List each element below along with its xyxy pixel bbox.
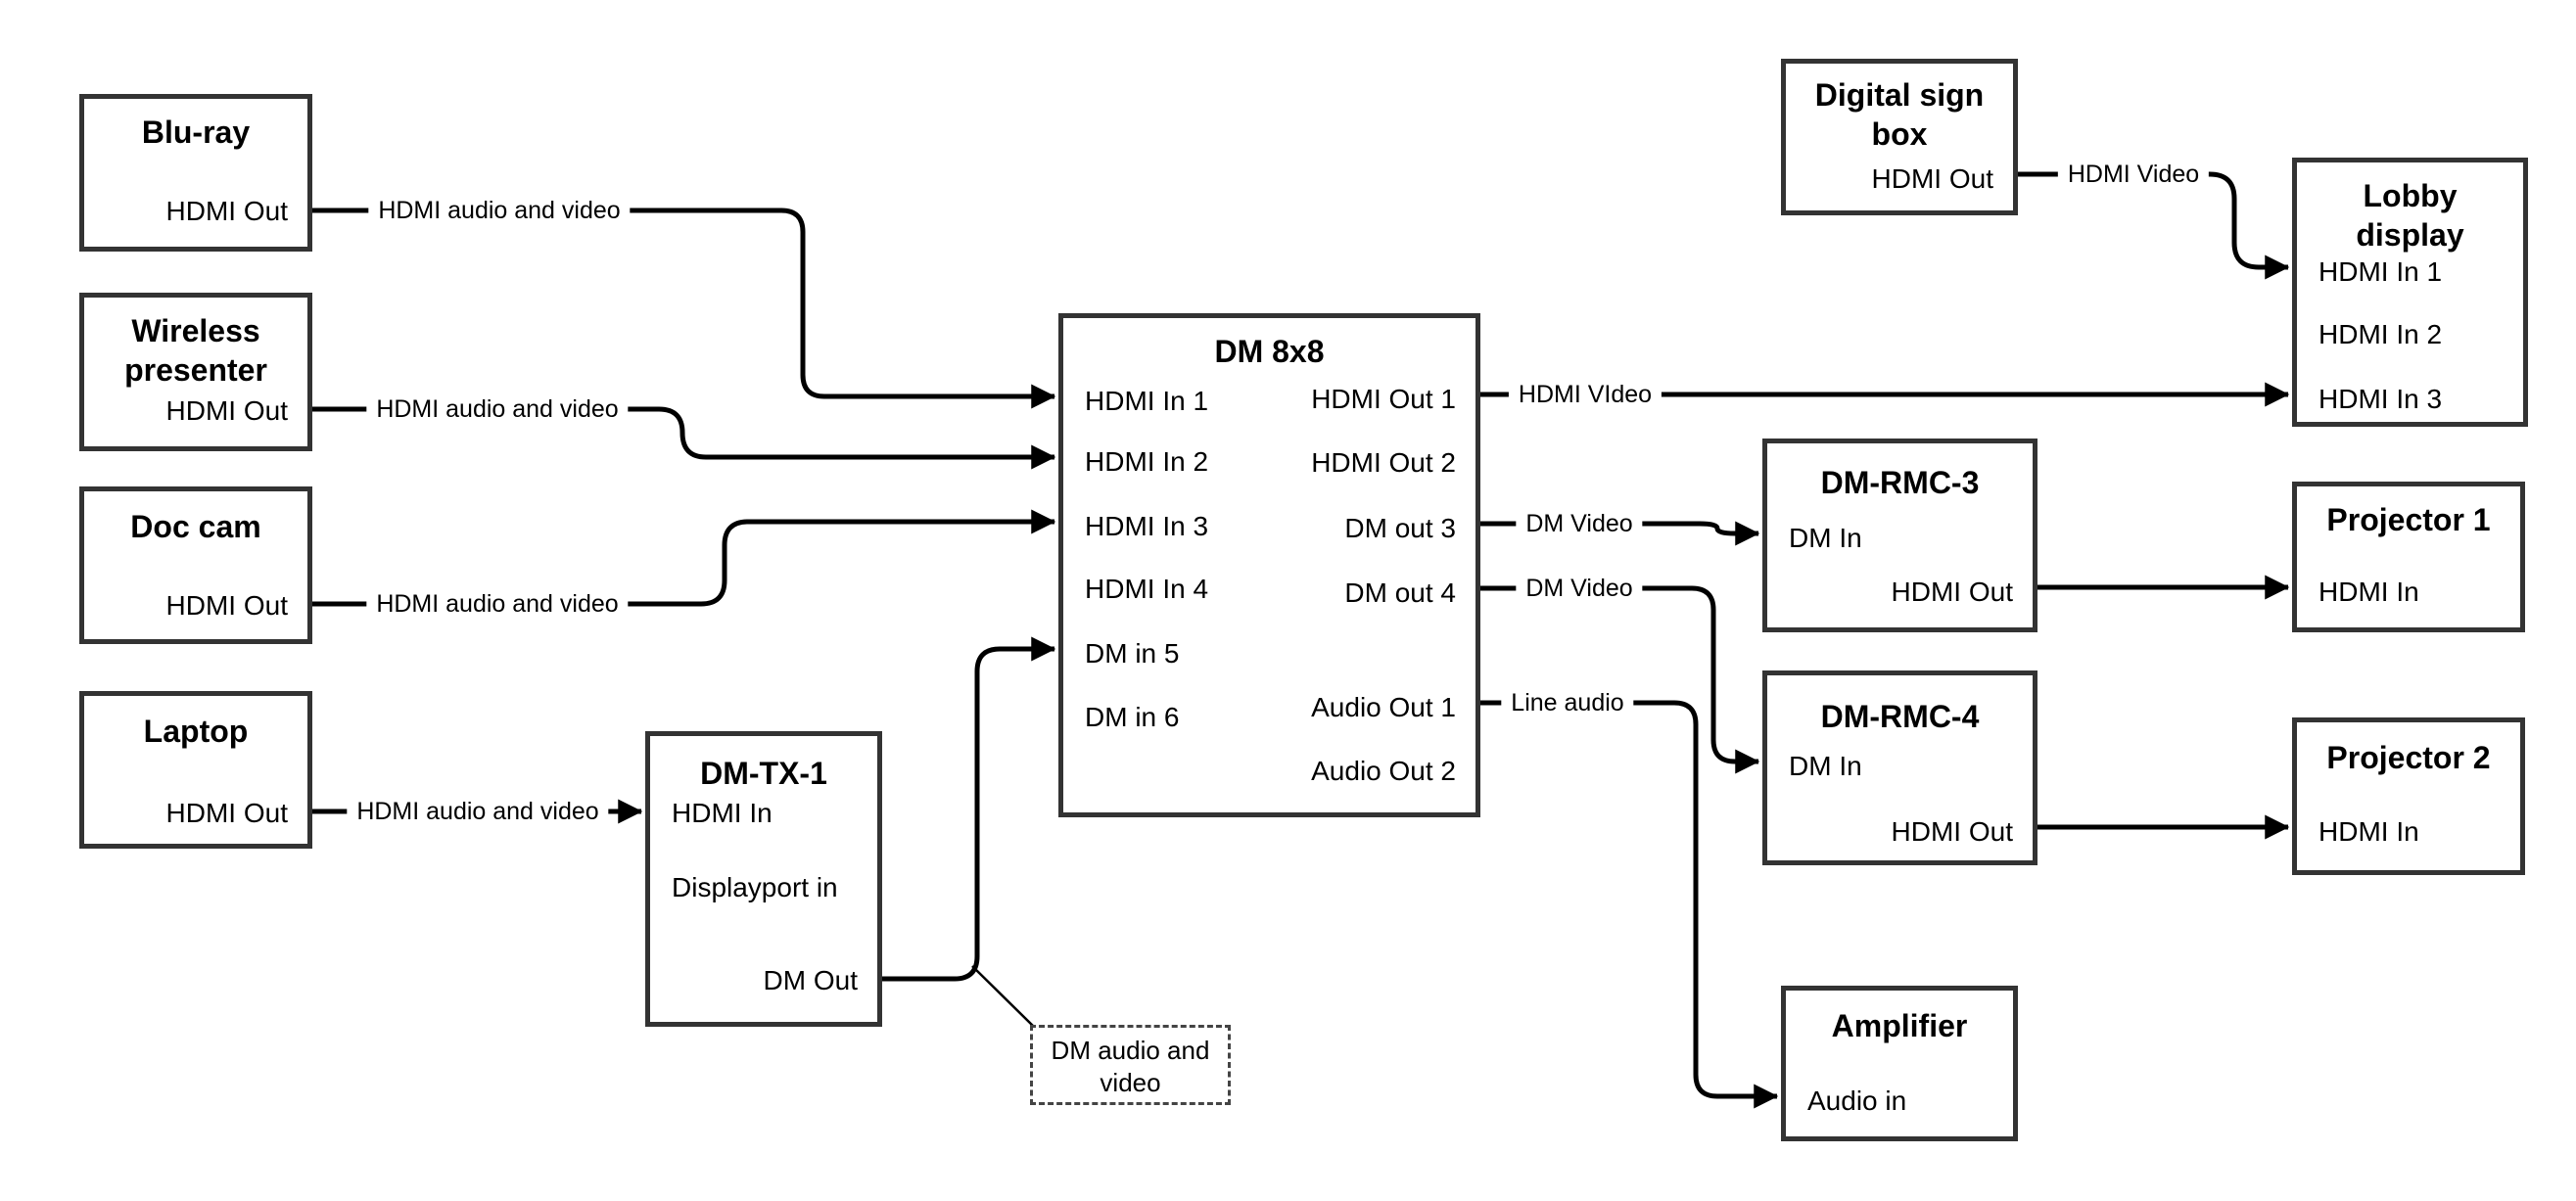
node-title: Doc cam (130, 509, 261, 544)
port-hdmi-out: HDMI Out (1891, 816, 2013, 847)
port-dm-in: DM In (1789, 751, 1862, 781)
edge-label-digitalsign: HDMI Video (2057, 159, 2210, 190)
edge-label-hdmi-out-1: HDMI VIdeo (1508, 379, 1663, 410)
wire-doccam-to-dm8x8-in3 (312, 509, 1056, 607)
edge-label-laptop: HDMI audio and video (347, 796, 609, 827)
port-hdmi-out: HDMI Out (165, 590, 288, 621)
wire-bluray-to-dm8x8-in1 (312, 208, 1056, 409)
port-hdmi-in-2: HDMI In 2 (2318, 319, 2443, 349)
edge-label-dm-out-4: DM Video (1516, 573, 1643, 604)
node-title: DM-TX-1 (700, 756, 827, 791)
port-hdmi-in: HDMI In (2318, 577, 2419, 607)
port-displayport-in: Displayport in (672, 872, 838, 902)
port-hdmi-out: HDMI Out (165, 395, 288, 426)
node-dm-rmc-4: DM-RMC-4 DM In HDMI Out (1762, 670, 2037, 865)
node-title: Lobby display (2356, 178, 2464, 253)
port-hdmi-out: HDMI Out (1891, 577, 2013, 607)
port-hdmi-in: HDMI In (672, 798, 773, 828)
edge-label-line-audio: Line audio (1501, 687, 1634, 718)
node-wireless-presenter: Wireless presenter HDMI Out (79, 293, 312, 451)
port-hdmi-out: HDMI Out (1871, 163, 1993, 194)
wire-dm8x8-audio1-to-amplifier (1480, 700, 1779, 1109)
port-hdmi-out: HDMI Out (165, 798, 288, 828)
node-projector-2: Projector 2 HDMI In (2292, 717, 2525, 875)
node-title: Laptop (143, 714, 249, 749)
wire-dmtx1-to-dm8x8-in5 (882, 636, 1056, 982)
wire-dm8x8-out4-to-dmrmc4 (1480, 585, 1760, 774)
node-title: Projector 1 (2326, 502, 2491, 537)
node-title: DM-RMC-4 (1820, 699, 1980, 734)
port-dm-in-6: DM in 6 (1085, 702, 1180, 732)
node-title: Digital sign box (1814, 77, 1985, 152)
port-audio-out-2: Audio Out 2 (1311, 756, 1456, 786)
node-doc-cam: Doc cam HDMI Out (79, 486, 312, 644)
port-dm-out: DM Out (763, 965, 858, 995)
port-hdmi-in-3: HDMI In 3 (1085, 511, 1209, 541)
node-title: Wireless presenter (124, 313, 267, 388)
note-leader-line (971, 965, 1035, 1028)
port-audio-out-1: Audio Out 1 (1311, 692, 1456, 722)
port-hdmi-in-1: HDMI In 1 (1085, 386, 1209, 416)
node-title: Amplifier (1831, 1008, 1968, 1043)
port-hdmi-out: HDMI Out (165, 196, 288, 226)
node-dm-8x8: DM 8x8 HDMI In 1 HDMI In 2 HDMI In 3 HDM… (1058, 313, 1480, 817)
node-title: DM 8x8 (1214, 334, 1325, 369)
node-dm-rmc-3: DM-RMC-3 DM In HDMI Out (1762, 439, 2037, 632)
port-audio-in: Audio in (1807, 1086, 1907, 1116)
edge-label-doccam: HDMI audio and video (366, 588, 629, 620)
wire-wireless-to-dm8x8-in2 (312, 406, 1056, 470)
node-title: DM-RMC-3 (1820, 465, 1980, 500)
note-dm-audio-video: DM audio and video (1030, 1025, 1231, 1105)
port-dm-out-4: DM out 4 (1344, 577, 1456, 608)
wire-dm8x8-out3-to-dmrmc3 (1480, 521, 1760, 546)
node-digital-sign-box: Digital sign box HDMI Out (1781, 59, 2018, 215)
port-hdmi-in-1: HDMI In 1 (2318, 256, 2443, 287)
wire-digitalsign-to-lobby-in1 (2018, 171, 2290, 280)
port-dm-out-3: DM out 3 (1344, 513, 1456, 543)
port-dm-in: DM In (1789, 523, 1862, 553)
node-bluray: Blu-ray HDMI Out (79, 94, 312, 252)
edge-label-wireless: HDMI audio and video (366, 393, 629, 425)
node-projector-1: Projector 1 HDMI In (2292, 482, 2525, 632)
port-hdmi-in-4: HDMI In 4 (1085, 574, 1209, 604)
edge-label-dm-out-3: DM Video (1516, 508, 1643, 539)
node-dm-tx-1: DM-TX-1 HDMI In Displayport in DM Out (645, 731, 882, 1027)
node-title: Blu-ray (141, 115, 251, 150)
port-dm-in-5: DM in 5 (1085, 638, 1180, 669)
edge-label-bluray: HDMI audio and video (368, 195, 631, 226)
port-hdmi-out-1: HDMI Out 1 (1311, 384, 1456, 414)
port-hdmi-in-2: HDMI In 2 (1085, 446, 1209, 477)
node-title: Projector 2 (2326, 740, 2491, 775)
node-laptop: Laptop HDMI Out (79, 691, 312, 849)
port-hdmi-out-2: HDMI Out 2 (1311, 447, 1456, 478)
port-hdmi-in: HDMI In (2318, 816, 2419, 847)
node-lobby-display: Lobby display HDMI In 1 HDMI In 2 HDMI I… (2292, 158, 2528, 427)
port-hdmi-in-3: HDMI In 3 (2318, 384, 2443, 414)
node-amplifier: Amplifier Audio in (1781, 986, 2018, 1141)
